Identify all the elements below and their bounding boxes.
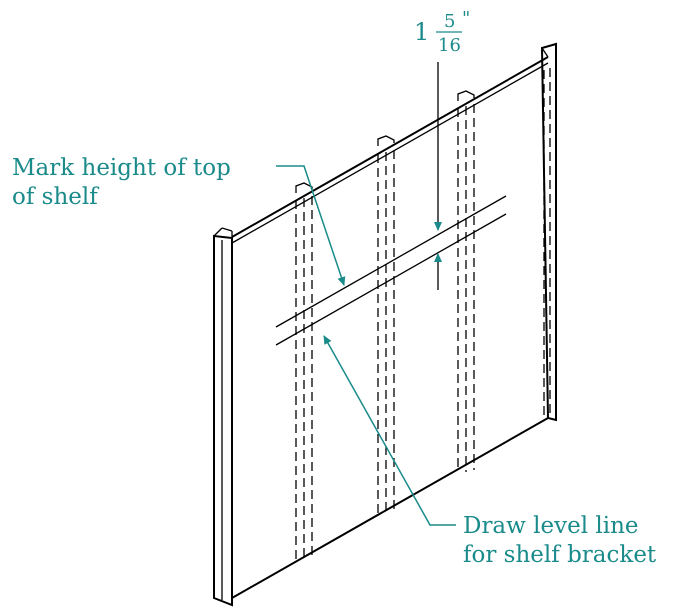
leader-mark-height [276,165,346,286]
dimension-numerator: 5 [444,11,455,32]
label-draw-level-line1: Draw level line [463,513,639,539]
dimension-callout: 1 5 16 " [414,8,470,290]
label-mark-height-line1: Mark height of top [12,155,231,181]
label-mark-height-line2: of shelf [12,184,99,210]
shelf-lines [275,195,507,346]
stud-3 [457,90,475,472]
label-draw-level-line2: for shelf bracket [463,542,657,568]
leader-draw-level [323,335,456,526]
dimension-unit: " [462,8,470,29]
stud-1 [295,182,313,562]
dimension-denominator: 16 [438,35,461,56]
wall-panel [213,42,557,607]
dimension-whole: 1 [414,18,429,46]
stud-2 [377,135,395,516]
